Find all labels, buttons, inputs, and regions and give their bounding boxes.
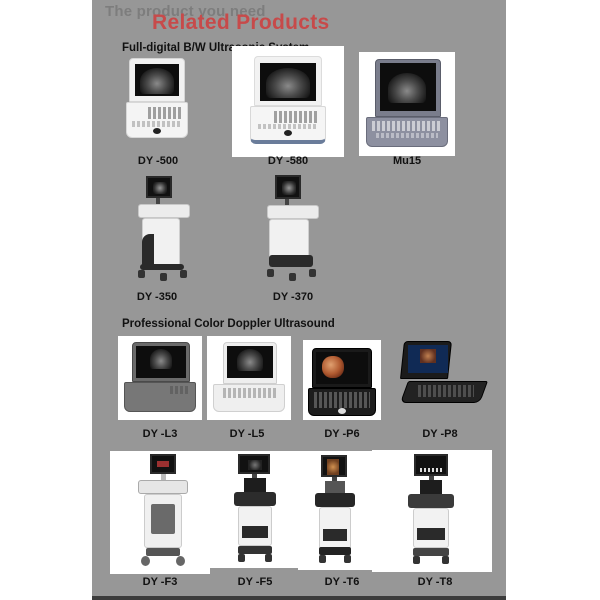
product-dy-350[interactable]: [136, 176, 192, 281]
product-label[interactable]: DY -T8: [417, 576, 453, 588]
product-dy-t8[interactable]: [408, 454, 454, 566]
product-mu15[interactable]: [359, 52, 455, 156]
panel-bottom-bar: [92, 596, 506, 600]
product-label[interactable]: DY -350: [136, 291, 178, 303]
product-label[interactable]: DY -370: [272, 291, 314, 303]
product-label[interactable]: DY -L5: [229, 428, 265, 440]
product-label[interactable]: DY -P8: [422, 428, 458, 440]
page-title: Related Products: [152, 11, 330, 34]
product-label[interactable]: DY -P6: [324, 428, 360, 440]
product-label[interactable]: DY -F3: [142, 576, 178, 588]
product-dy-500[interactable]: [126, 58, 188, 140]
product-dy-370[interactable]: [265, 175, 321, 281]
product-label[interactable]: DY -F5: [237, 576, 273, 588]
product-dy-f3-device[interactable]: [138, 454, 188, 566]
product-label[interactable]: DY -500: [137, 155, 179, 167]
section-title-doppler: Professional Color Doppler Ultrasound: [122, 318, 335, 330]
product-dy-l5[interactable]: [207, 336, 291, 420]
product-dy-l3[interactable]: [118, 336, 202, 420]
product-dy-p8[interactable]: [398, 341, 489, 413]
product-dy-t6[interactable]: [315, 455, 355, 565]
product-label[interactable]: DY -580: [267, 155, 309, 167]
product-dy-p6[interactable]: [303, 340, 381, 420]
product-dy-580[interactable]: [232, 46, 344, 157]
ghost-title: The product you need: [105, 3, 266, 20]
product-label[interactable]: Mu15: [392, 155, 422, 167]
product-label[interactable]: DY -L3: [142, 428, 178, 440]
product-dy-f5[interactable]: [234, 454, 276, 564]
product-label[interactable]: DY -T6: [324, 576, 360, 588]
